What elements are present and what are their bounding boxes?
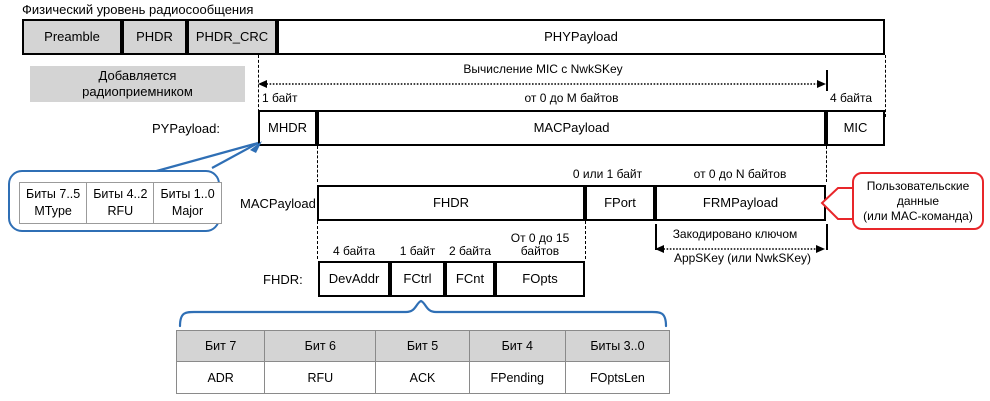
pypayload-cell-mhdr: MHDR: [258, 110, 317, 146]
fhdr-row-label: FHDR:: [263, 272, 303, 287]
fhdr-cell-fopts: FOpts: [495, 261, 585, 297]
fhdr-cell-fcnt: FCnt: [445, 261, 495, 297]
frmpayload-callout-pointer: [820, 187, 856, 220]
frmpayload-callout-line1: Пользовательские: [866, 178, 970, 193]
added-by-receiver-line2: радиоприемником: [82, 84, 193, 99]
encryption-label-line1: Закодировано ключом: [672, 227, 798, 241]
size-mhdr: 1 байт: [262, 91, 298, 105]
mhdr-callout-col-2: Биты 1..0 Major: [154, 183, 220, 223]
fctrl-bits-table: Бит 7 Бит 6 Бит 5 Бит 4 Биты 3..0 ADR RF…: [176, 330, 670, 394]
frmpayload-callout-line3: (или MAC-команда): [863, 208, 973, 223]
mhdr-callout-col-1: Биты 4..2 RFU: [87, 183, 155, 223]
fctrl-header-bit5: Бит 5: [376, 331, 470, 362]
mhdr-callout-bits-1: Биты 4..2: [93, 187, 148, 201]
macpayload-row-label: MACPayload:: [240, 196, 320, 211]
fctrl-value-ack: ACK: [376, 362, 470, 393]
frmpayload-callout-line2: данные: [896, 193, 940, 208]
fctrl-header-bit4: Бит 4: [469, 331, 566, 362]
phy-cell-phdr: PHDR: [122, 19, 187, 55]
page-title: Физический уровень радиосообщения: [22, 2, 254, 17]
added-by-receiver-line1: Добавляется: [98, 67, 177, 83]
macpayload-cell-fport: FPort: [585, 185, 655, 221]
phy-cell-phdr-crc: PHDR_CRC: [187, 19, 277, 55]
encryption-label-line2: AppSKey (или NwkSKey): [673, 251, 812, 265]
size-devaddr: 4 байта: [332, 244, 376, 258]
fctrl-brace: [178, 299, 668, 328]
fhdr-cell-fctrl: FCtrl: [390, 261, 445, 297]
size-mic: 4 байта: [830, 91, 873, 105]
mhdr-callout-field-1: RFU: [107, 203, 134, 218]
pypayload-cell-mic: MIC: [826, 110, 885, 146]
fctrl-value-foptslen: FOptsLen: [565, 362, 669, 393]
size-fopts-line2: байтов: [520, 244, 560, 258]
fctrl-value-adr: ADR: [177, 362, 266, 393]
fctrl-value-fpending: FPending: [469, 362, 566, 393]
guide-line-macpayload-left: [317, 146, 318, 182]
mhdr-callout-field-0: MType: [34, 203, 72, 218]
pypayload-row-label: PYPayload:: [152, 121, 220, 136]
size-fcnt: 2 байта: [448, 244, 492, 258]
guide-line-phy-left: [258, 55, 259, 117]
phy-cell-preamble: Preamble: [22, 19, 122, 55]
size-frmpayload: от 0 до N байтов: [693, 167, 787, 181]
fctrl-header-bit6: Бит 6: [265, 331, 377, 362]
fhdr-cell-devaddr: DevAddr: [318, 261, 390, 297]
fctrl-header-bit7: Бит 7: [177, 331, 266, 362]
mhdr-callout-col-0: Биты 7..5 MType: [20, 183, 88, 223]
mhdr-callout-bits-0: Биты 7..5: [26, 187, 81, 201]
mhdr-callout: Биты 7..5 MType Биты 4..2 RFU Биты 1..0 …: [8, 170, 222, 232]
guide-line-fhdr-right: [585, 221, 586, 259]
size-fctrl: 1 байт: [399, 244, 436, 258]
mhdr-callout-bits-2: Биты 1..0: [160, 187, 215, 201]
guide-line-phy-right: [885, 55, 886, 117]
size-fopts-line1: От 0 до 15: [510, 231, 570, 245]
fctrl-table-value-row: ADR RFU ACK FPending FOptsLen: [177, 362, 669, 393]
encryption-arrow: [655, 245, 825, 253]
encryption-arrow-tick-right: [826, 224, 828, 250]
size-fport: 0 или 1 байт: [572, 167, 643, 181]
mhdr-callout-field-2: Major: [171, 203, 204, 218]
macpayload-cell-fhdr: FHDR: [317, 185, 585, 221]
mic-arrow-label: Вычисление MIC с NwkSKey: [463, 62, 623, 76]
fctrl-header-bits30: Биты 3..0: [565, 331, 669, 362]
frmpayload-callout: Пользовательские данные (или MAC-команда…: [852, 172, 984, 230]
added-by-receiver-block: Добавляется радиоприемником: [30, 66, 245, 102]
size-macpayload: от 0 до M байтов: [524, 91, 619, 105]
mic-arrow: [258, 80, 826, 88]
pypayload-cell-macpayload: MACPayload: [317, 110, 826, 146]
mic-arrow-end-tick: [826, 70, 828, 91]
fctrl-table-header-row: Бит 7 Бит 6 Бит 5 Бит 4 Биты 3..0: [177, 331, 669, 362]
fctrl-value-rfu: RFU: [265, 362, 377, 393]
guide-line-fhdr-left: [317, 221, 318, 259]
guide-line-macpayload-right: [826, 146, 827, 182]
encryption-arrow-tick-left: [655, 224, 657, 250]
phy-cell-phypayload: PHYPayload: [277, 19, 885, 55]
